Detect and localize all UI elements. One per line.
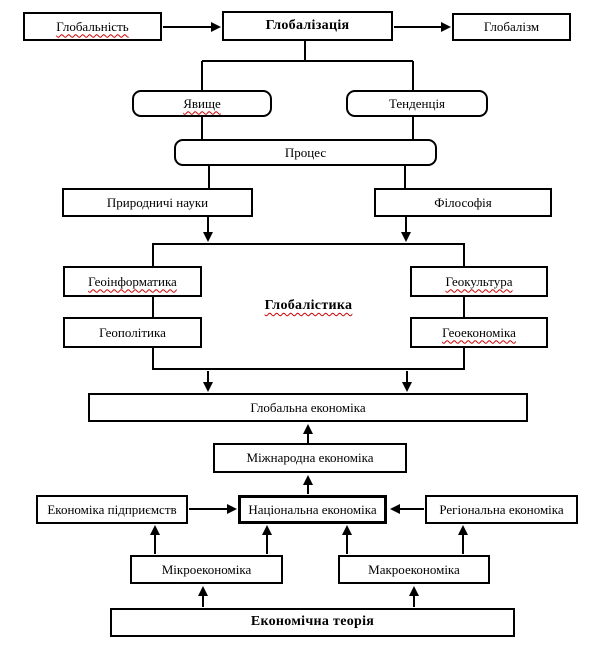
arrowhead-icon xyxy=(303,424,313,434)
node-label-yavyshche: Явище xyxy=(183,95,221,111)
node-label-ekonomika-pidpryiemstv: Економіка підприємств xyxy=(47,501,177,517)
node-label-makroekonomika: Макроекономіка xyxy=(368,561,460,577)
node-globalnist: Глобальність xyxy=(23,12,162,41)
arrowhead-icon xyxy=(441,22,451,32)
node-mikroekonomika: Мікроекономіка xyxy=(130,555,283,584)
node-yavyshche: Явище xyxy=(132,90,272,117)
node-ekonomichna-teoriia: Економічна теорія xyxy=(110,608,515,637)
arrowhead-icon xyxy=(211,22,221,32)
node-label-hlobalna-ekonomika: Глобальна економіка xyxy=(250,399,366,415)
node-natsionalna-ekonomika: Національна економіка xyxy=(238,495,387,524)
arrowhead-icon xyxy=(150,525,160,535)
node-heoinformatyka: Геоінформатика xyxy=(63,266,202,297)
node-hlobalistyka: Глобалістика xyxy=(152,243,465,370)
node-heokultura: Геокультура xyxy=(410,266,548,297)
node-label-filosofiia: Філософія xyxy=(434,194,492,210)
node-label-protses: Процес xyxy=(284,144,327,160)
node-label-globalizatsiia: Глобалізація xyxy=(265,17,350,33)
node-label-heokultura: Геокультура xyxy=(445,273,513,289)
node-hlobalna-ekonomika: Глобальна економіка xyxy=(88,393,528,422)
node-label-tendentsiia: Тенденція xyxy=(388,95,446,111)
node-label-natsionalna-ekonomika: Національна економіка xyxy=(248,501,377,517)
node-makroekonomika: Макроекономіка xyxy=(338,555,490,584)
node-heopolityka: Геополітика xyxy=(63,317,202,348)
node-rehionalna-ekonomika: Регіональна економіка xyxy=(425,495,578,524)
node-label-mizhnarodna-ekonomika: Міжнародна економіка xyxy=(246,450,374,466)
node-label-heopolityka: Геополітика xyxy=(99,324,166,340)
node-label-heoekonomika: Геоекономіка xyxy=(442,324,516,340)
node-label-hlobalistyka: Глобалістика xyxy=(264,298,353,314)
node-ekonomika-pidpryiemstv: Економіка підприємств xyxy=(36,495,188,524)
node-label-pryrodnychi-nauky: Природничі науки xyxy=(106,194,209,210)
arrowhead-icon xyxy=(401,232,411,242)
arrowhead-icon xyxy=(198,586,208,596)
node-label-globalizm: Глобалізм xyxy=(483,19,540,35)
arrowhead-icon xyxy=(342,525,352,535)
node-label-mikroekonomika: Мікроекономіка xyxy=(161,561,252,577)
arrowhead-icon xyxy=(227,504,237,514)
arrowhead-icon xyxy=(203,382,213,392)
node-pryrodnychi-nauky: Природничі науки xyxy=(62,188,253,217)
node-filosofiia: Філософія xyxy=(374,188,552,217)
node-protses: Процес xyxy=(174,139,437,166)
arrowhead-icon xyxy=(262,525,272,535)
arrowhead-icon xyxy=(303,475,313,485)
arrowhead-icon xyxy=(458,525,468,535)
arrowhead-icon xyxy=(402,382,412,392)
node-label-ekonomichna-teoriia: Економічна теорія xyxy=(250,614,375,630)
arrowhead-icon xyxy=(203,232,213,242)
arrowhead-icon xyxy=(409,586,419,596)
node-label-rehionalna-ekonomika: Регіональна економіка xyxy=(439,501,564,517)
node-globalizatsiia: Глобалізація xyxy=(222,11,393,41)
node-globalizm: Глобалізм xyxy=(452,13,571,41)
node-tendentsiia: Тенденція xyxy=(346,90,488,117)
node-mizhnarodna-ekonomika: Міжнародна економіка xyxy=(213,443,407,473)
node-heoekonomika: Геоекономіка xyxy=(410,317,548,348)
node-label-heoinformatyka: Геоінформатика xyxy=(88,273,177,289)
node-label-globalnist: Глобальність xyxy=(56,18,129,34)
arrowhead-icon xyxy=(390,504,400,514)
